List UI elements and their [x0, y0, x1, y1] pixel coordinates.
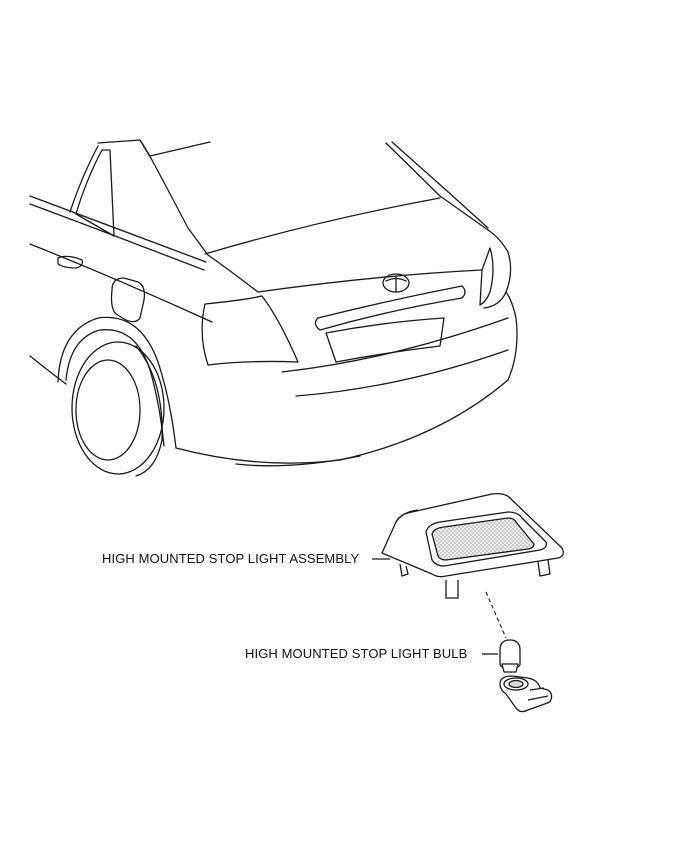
right-rear-corner [483, 229, 512, 309]
roof-line [97, 139, 209, 256]
sedan-rear-view [29, 139, 518, 477]
rear-bumper-top [281, 317, 509, 373]
rear-bumper-mid [295, 349, 509, 397]
stop-light-assembly [372, 492, 564, 599]
fuel-door [110, 277, 146, 323]
bulb-socket [499, 675, 553, 713]
right-tail-light [479, 247, 494, 306]
door-handle [57, 255, 84, 269]
assembly-lens-frame [425, 511, 548, 567]
assembly-top-edge [395, 509, 419, 523]
mounting-tab-left [399, 563, 409, 577]
left-tail-light [201, 295, 299, 366]
rear-tire [71, 341, 165, 475]
tire-tread-edge [135, 345, 163, 477]
socket-ring-inner [508, 679, 524, 689]
side-belt-line [29, 195, 207, 263]
wheel-arch-inner [65, 329, 165, 447]
mounting-tab-center [445, 580, 459, 599]
mounting-tab-right [537, 559, 551, 577]
wheel-arch [57, 316, 177, 449]
trunk-shoulder [207, 254, 259, 293]
stop-light-bulb [482, 639, 521, 673]
assembly-callout-label: HIGH MOUNTED STOP LIGHT ASSEMBLY [102, 551, 360, 566]
rear-window-edge [385, 142, 489, 231]
door-window-frame [69, 145, 99, 213]
emblem-inner [385, 276, 407, 293]
bulb-base [501, 663, 519, 673]
rear-bumper-bottom [175, 291, 518, 464]
side-character-line [29, 243, 213, 323]
bulb-callout-label: HIGH MOUNTED STOP LIGHT BULB [245, 646, 468, 661]
bumper-lower-edge [235, 455, 361, 467]
socket-connector [527, 687, 549, 701]
trunk-lid-front-edge [204, 197, 441, 255]
alignment-dashed-line [485, 591, 507, 639]
c-pillar-edge [139, 139, 211, 157]
trunk-garnish [314, 285, 466, 331]
rear-window-top [391, 141, 489, 229]
rear-tire-sidewall [75, 359, 141, 461]
license-plate-recess [325, 317, 445, 363]
assembly-lens [431, 517, 535, 561]
trunk-lid-line [257, 269, 483, 293]
side-belt-line-2 [29, 203, 205, 271]
rocker-line [29, 355, 67, 385]
rear-door-window [75, 149, 115, 237]
